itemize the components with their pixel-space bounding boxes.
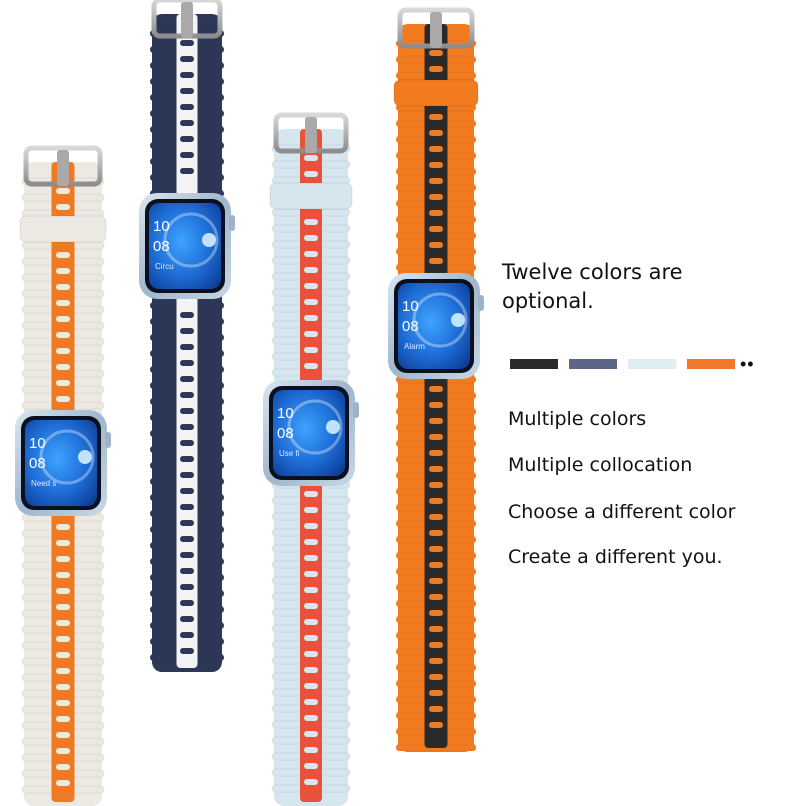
face-hour: 10	[402, 298, 419, 315]
watch-face	[149, 203, 221, 289]
watch-face	[398, 283, 470, 369]
headline: Twelve colors are optional.	[502, 258, 722, 316]
face-complication	[202, 233, 216, 247]
digital-crown	[353, 402, 359, 418]
color-swatch-row: ••	[510, 354, 755, 374]
face-caption: Need s	[31, 479, 56, 488]
band-keeper	[19, 215, 107, 243]
band-holes	[56, 188, 70, 786]
digital-crown	[105, 432, 111, 448]
face-hour: 10	[277, 405, 294, 422]
swatch-black	[510, 359, 558, 369]
more-colors-dots: ••	[740, 354, 755, 374]
face-minute: 08	[277, 425, 294, 442]
face-minute: 08	[29, 455, 46, 472]
tagline-multiple-collocation: Multiple collocation	[508, 454, 693, 476]
swatch-ice-white	[628, 359, 676, 369]
band-holes	[180, 40, 194, 654]
face-ring	[412, 292, 468, 348]
face-caption: Circu	[155, 262, 174, 271]
swatch-slate	[569, 359, 617, 369]
swatch-orange	[687, 359, 735, 369]
face-caption: Alarm	[404, 342, 425, 351]
face-hour: 10	[29, 435, 46, 452]
face-complication	[326, 420, 340, 434]
face-caption: Use fi	[279, 449, 300, 458]
band-holes	[429, 50, 443, 728]
face-hour: 10	[153, 218, 170, 235]
face-ring	[163, 212, 219, 268]
band-keeper	[269, 182, 353, 210]
band-keeper	[393, 79, 479, 107]
tagline-multiple-colors: Multiple colors	[508, 408, 647, 430]
buckle-tongue	[181, 2, 193, 38]
tagline-choose-color: Choose a different color	[508, 501, 736, 523]
digital-crown	[478, 295, 484, 311]
watch-face	[25, 420, 97, 506]
buckle-tongue	[305, 117, 317, 153]
face-ring	[39, 429, 95, 485]
face-minute: 08	[402, 318, 419, 335]
headline-line-1: Twelve colors are	[502, 260, 683, 284]
face-ring	[287, 399, 343, 455]
digital-crown	[229, 215, 235, 231]
face-complication	[451, 313, 465, 327]
buckle-tongue	[430, 12, 442, 48]
tagline-different-you: Create a different you.	[508, 546, 723, 568]
headline-line-2: optional.	[502, 289, 594, 313]
watch-face	[273, 390, 345, 476]
buckle-tongue	[57, 150, 69, 186]
face-minute: 08	[153, 238, 170, 255]
face-complication	[78, 450, 92, 464]
